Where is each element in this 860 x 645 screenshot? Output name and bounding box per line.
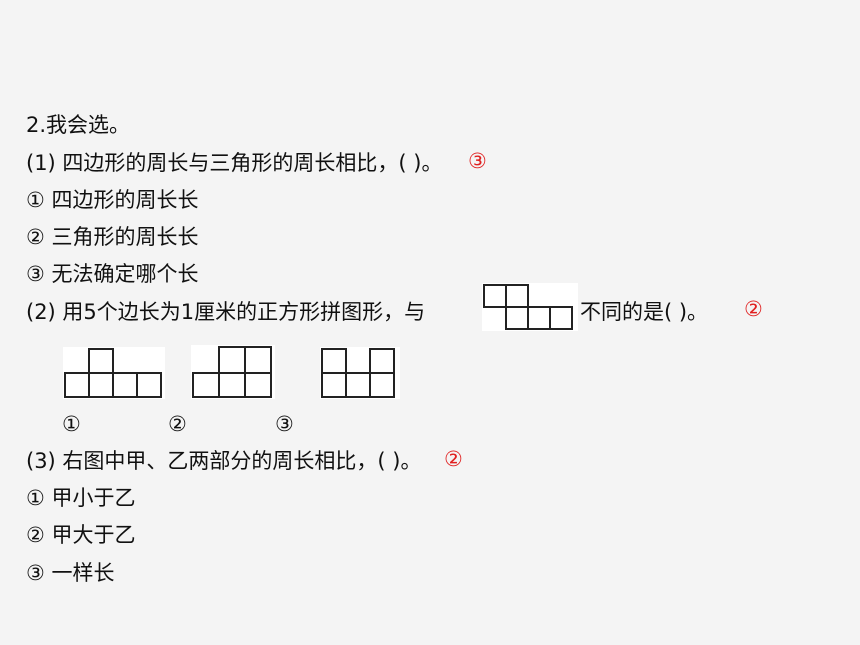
q2-answer: ② — [744, 297, 763, 321]
q3-answer: ② — [444, 447, 463, 471]
q1-stem: (1) 四边形的周长与三角形的周长相比，( )。 — [26, 151, 443, 175]
q1-option-1: ① 四边形的周长长 — [26, 188, 199, 212]
q2-stem-before: (2) 用5个边长为1厘米的正方形拼图形，与 — [26, 300, 426, 324]
q3-option-1: ① 甲小于乙 — [26, 486, 136, 510]
q2-option-label-1: ① — [62, 412, 81, 436]
q1-option-2: ② 三角形的周长长 — [26, 225, 199, 249]
q2-reference-figure — [482, 283, 578, 331]
q1-option-3: ③ 无法确定哪个长 — [26, 262, 199, 286]
q2-option-figure-1 — [63, 347, 165, 399]
q2-option-figure-3 — [320, 347, 400, 399]
question-heading: 2.我会选。 — [26, 113, 131, 137]
q1-answer: ③ — [468, 149, 487, 173]
q3-option-2: ② 甲大于乙 — [26, 523, 136, 547]
q3-option-3: ③ 一样长 — [26, 561, 115, 585]
q3-stem: (3) 右图中甲、乙两部分的周长相比，( )。 — [26, 449, 422, 473]
q2-stem-after: 不同的是( )。 — [580, 300, 709, 324]
q2-option-figure-2 — [191, 345, 275, 399]
q2-option-label-2: ② — [168, 412, 187, 436]
q2-option-label-3: ③ — [275, 412, 294, 436]
